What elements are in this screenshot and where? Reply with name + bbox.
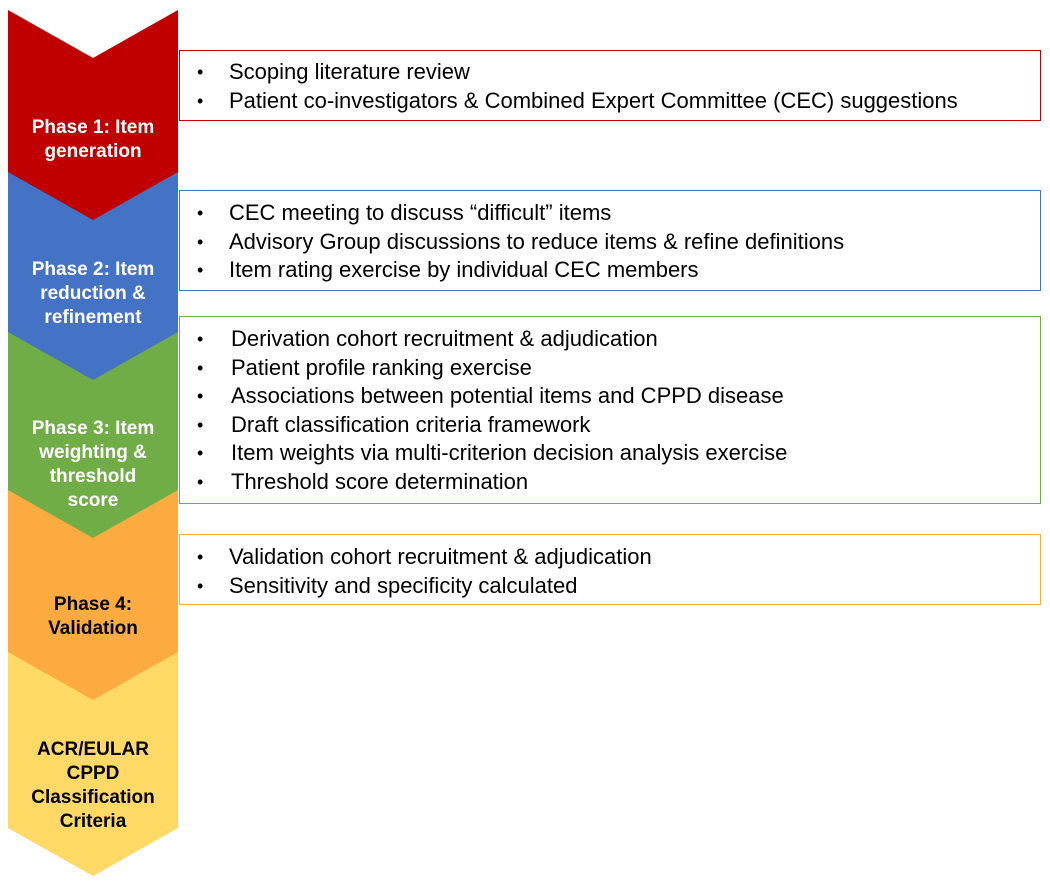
phase-4-activities-box: •Validation cohort recruitment & adjudic… [179,534,1041,605]
phase-1-chevron [8,10,178,232]
activity-item: •Derivation cohort recruitment & adjudic… [197,326,658,351]
phase-3-label: Phase 3: Item weighting & threshold scor… [31,418,155,511]
phase-chevron-stack [8,10,178,876]
activity-item: •Item weights via multi-criterion decisi… [197,440,788,466]
activity-item: •Threshold score determination [197,468,529,494]
activity-item: •Scoping literature review [197,59,470,84]
phase-3-chevron [8,332,178,554]
phase-1-activities-box: •Scoping literature review •Patient co-i… [179,50,1041,121]
activity-item: •Advisory Group discussions to reduce it… [197,228,845,254]
activity-item: •Validation cohort recruitment & adjudic… [197,544,652,569]
activity-item: •Patient profile ranking exercise [197,354,532,380]
activity-item: •CEC meeting to discuss “difficult” item… [197,200,612,225]
criteria-label: ACR/EULAR CPPD Classification Criteria [31,739,155,832]
phase-3-activities-box: •Derivation cohort recruitment & adjudic… [179,316,1041,504]
phase-2-chevron [8,172,178,392]
phase-1-label: Phase 1: Item generation [31,117,155,162]
criteria-chevron [8,652,178,876]
activity-item: •Draft classification criteria framework [197,411,591,437]
phase-2-label: Phase 2: Item reduction & refinement [31,259,155,328]
activity-item: •Item rating exercise by individual CEC … [197,257,699,283]
phase-4-chevron [8,490,178,716]
activity-item: •Sensitivity and specificity calculated [197,572,578,598]
activity-item: •Associations between potential items an… [197,383,784,409]
phase-4-label: Phase 4: Validation [48,594,138,639]
activity-item: •Patient co-investigators & Combined Exp… [197,87,958,113]
phase-2-activities-box: •CEC meeting to discuss “difficult” item… [179,190,1041,291]
